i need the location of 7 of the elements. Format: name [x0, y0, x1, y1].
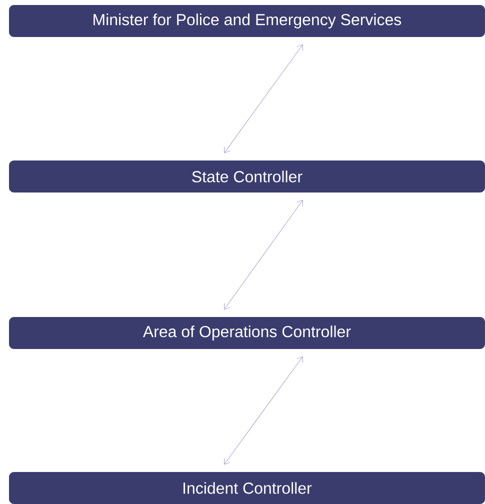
arrow — [224, 356, 303, 465]
role-box: State Controller — [9, 160, 485, 192]
role-box: Incident Controller — [9, 472, 485, 504]
arrow — [224, 200, 303, 310]
role-box: Minister for Police and Emergency Services — [9, 5, 485, 37]
role-box: Area of Operations Controller — [9, 317, 485, 349]
arrow — [224, 44, 303, 154]
